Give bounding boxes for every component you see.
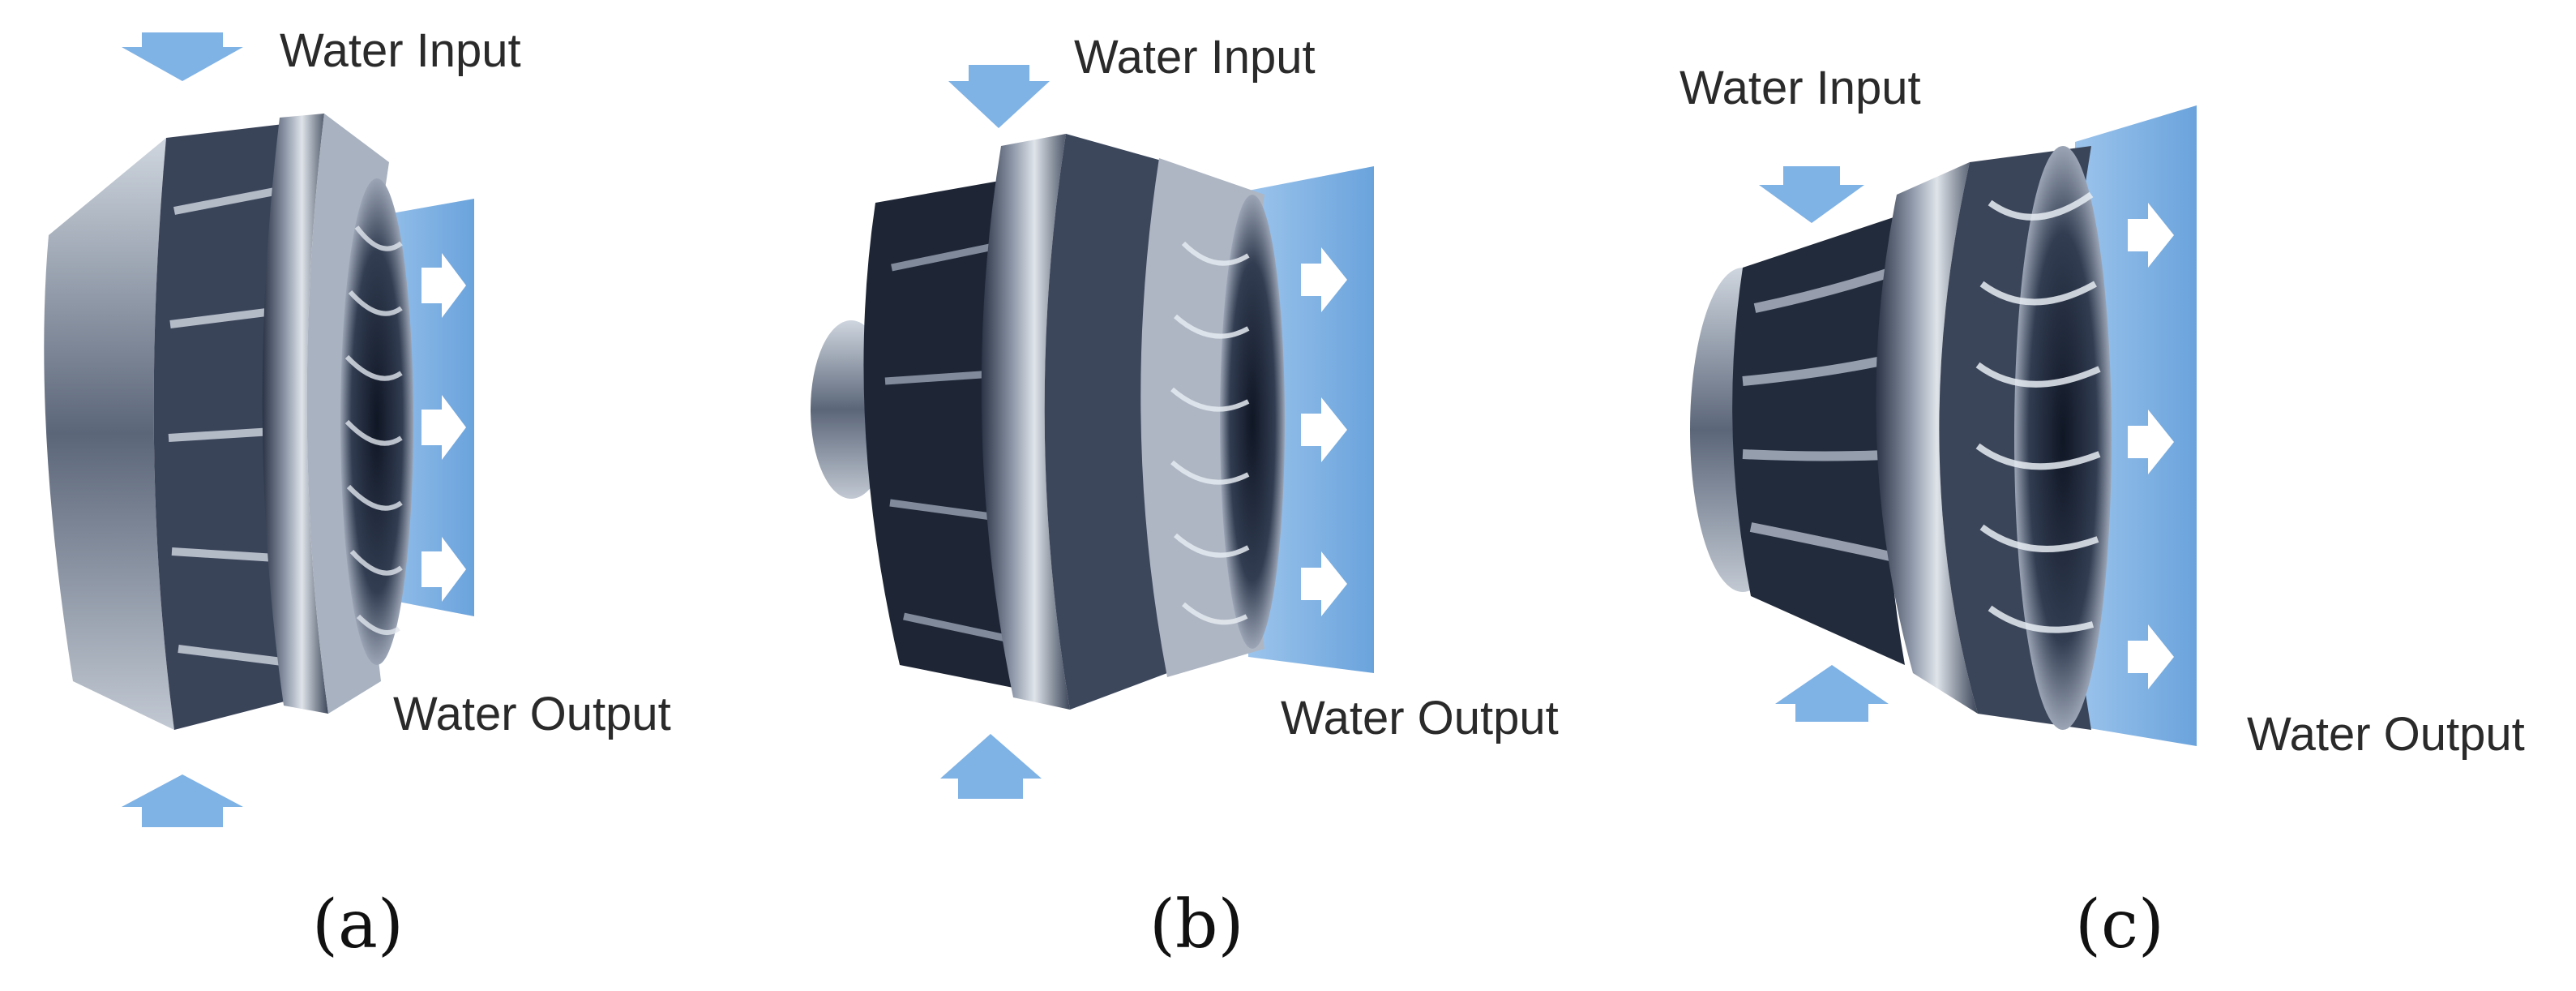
arrow-down-icon — [948, 65, 1050, 128]
arrow-right-icon — [421, 395, 466, 460]
arrow-right-icon — [421, 253, 466, 318]
panel-caption: (c) — [2075, 886, 2164, 963]
output-flow-plane — [1248, 166, 1374, 673]
output-flow-plane — [2075, 105, 2197, 746]
arrow-right-icon — [2128, 203, 2174, 268]
panel-c: Water Input — [1680, 62, 2525, 963]
arrow-down-icon — [122, 32, 243, 81]
francis-runner-c — [1690, 146, 2112, 730]
input-label: Water Input — [1074, 31, 1316, 84]
arrow-up-icon — [1775, 665, 1889, 722]
arrow-right-icon — [1301, 397, 1347, 462]
input-label: Water Input — [280, 24, 521, 77]
arrow-right-icon — [2128, 410, 2174, 474]
output-label: Water Output — [2247, 708, 2525, 761]
francis-runner-a — [44, 114, 413, 730]
panel-caption: (a) — [312, 886, 404, 963]
panel-a: Water Input — [44, 24, 671, 963]
panel-b: Water Input — [811, 31, 1559, 963]
arrow-up-icon — [940, 734, 1042, 799]
arrow-up-icon — [122, 774, 243, 827]
arrow-down-icon — [1759, 166, 1864, 223]
arrow-right-icon — [1301, 247, 1347, 312]
output-label: Water Output — [1281, 692, 1559, 744]
francis-runner-b — [811, 134, 1285, 710]
arrow-right-icon — [2128, 624, 2174, 689]
panel-caption: (b) — [1149, 886, 1243, 963]
output-label: Water Output — [393, 688, 671, 740]
arrow-right-icon — [1301, 551, 1347, 616]
arrow-right-icon — [421, 537, 466, 602]
input-label: Water Input — [1680, 62, 1921, 114]
